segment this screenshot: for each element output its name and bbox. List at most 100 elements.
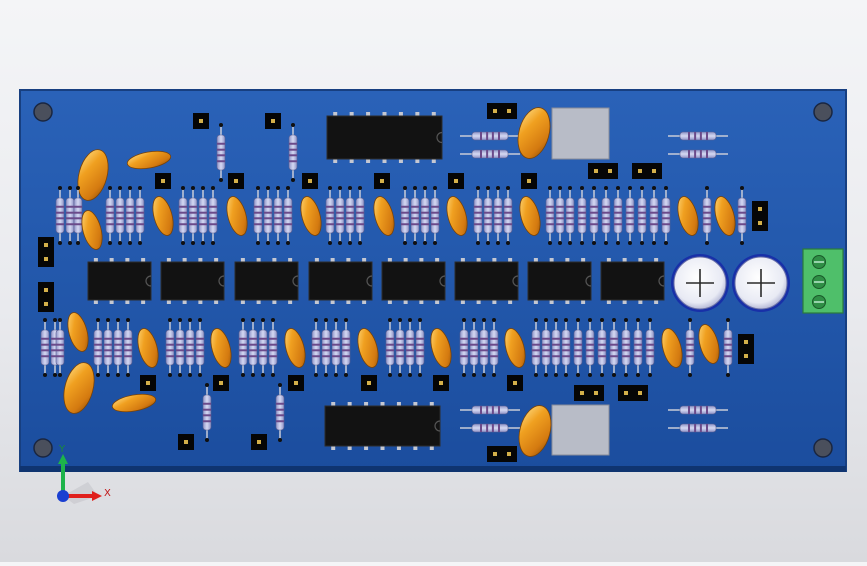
resistor-band — [396, 343, 404, 346]
pin-header — [487, 103, 517, 119]
resistor-band — [486, 150, 489, 158]
ic-pin — [581, 258, 586, 263]
pin-header — [487, 446, 517, 462]
pin-header-pin — [744, 354, 748, 358]
resistor-body — [321, 329, 331, 366]
resistor-body — [503, 197, 513, 234]
resistor-band — [41, 349, 49, 352]
resistor-pad — [648, 373, 652, 377]
resistor-band — [176, 349, 184, 352]
test-point — [507, 375, 523, 391]
resistor-pad — [256, 186, 260, 190]
resistor-horizontal — [668, 149, 728, 159]
resistor-band — [396, 355, 404, 358]
resistor-band — [274, 217, 282, 220]
ic-pin — [346, 258, 351, 263]
pin-header — [752, 201, 768, 231]
resistor-pad — [358, 186, 362, 190]
test-point-pin — [294, 381, 298, 385]
resistor-pad — [271, 373, 275, 377]
dip-ic — [454, 258, 519, 304]
resistor-vertical — [283, 186, 293, 245]
ic-body — [324, 405, 441, 447]
dip-ic — [600, 258, 665, 304]
resistor-band — [189, 223, 197, 226]
resistor-vertical — [385, 318, 395, 377]
resistor-band — [203, 408, 211, 411]
resistor-pad — [544, 373, 548, 377]
test-point-pin — [527, 179, 531, 183]
ceramic-capacitor — [126, 150, 172, 170]
resistor-band — [532, 337, 540, 340]
resistor-pad — [106, 318, 110, 322]
resistor-pad — [118, 241, 122, 245]
resistor-pad — [418, 373, 422, 377]
resistor-band — [421, 217, 429, 220]
resistor-body — [493, 197, 503, 234]
ic-pin — [272, 299, 277, 304]
x-axis-label: X — [104, 488, 111, 499]
ic-pin — [109, 299, 114, 304]
resistor-vertical — [125, 186, 135, 245]
test-point-pin — [199, 119, 203, 123]
resistor-pad — [558, 186, 562, 190]
resistor-pad — [492, 318, 496, 322]
resistor-body — [702, 197, 712, 234]
ic-pin — [141, 258, 146, 263]
resistor-band — [166, 349, 174, 352]
resistor-band — [650, 223, 658, 226]
ic-pin — [387, 299, 392, 304]
resistor-pad — [408, 373, 412, 377]
resistor-band — [470, 337, 478, 340]
resistor-band — [622, 343, 630, 346]
resistor-pad — [413, 241, 417, 245]
resistor-band — [274, 211, 282, 214]
resistor-band — [622, 349, 630, 352]
resistor-band — [276, 408, 284, 411]
resistor-body — [551, 329, 561, 366]
ic-pin — [331, 402, 336, 407]
resistor-band — [490, 337, 498, 340]
resistor-pad — [191, 241, 195, 245]
resistor-vertical — [601, 186, 611, 245]
resistor-band — [176, 355, 184, 358]
resistor-band — [622, 355, 630, 358]
pin-header-base — [632, 163, 662, 179]
resistor-pad — [291, 178, 295, 182]
resistor-vertical — [165, 318, 175, 377]
ic-notch — [292, 275, 299, 287]
ic-pin — [396, 402, 401, 407]
resistor-pad — [576, 318, 580, 322]
mounting-hole — [33, 438, 53, 458]
resistor-vertical — [40, 318, 50, 377]
resistor-vertical — [325, 186, 335, 245]
resistor-pad — [344, 318, 348, 322]
resistor-pad — [286, 241, 290, 245]
regulator-heatsink — [551, 107, 610, 160]
terminal-block[interactable] — [802, 248, 844, 314]
resistor-body — [621, 329, 631, 366]
resistor-band — [401, 211, 409, 214]
resistor-body — [195, 329, 205, 366]
resistor-band — [312, 349, 320, 352]
resistor-pad — [314, 373, 318, 377]
resistor-band — [431, 205, 439, 208]
resistor-pad — [271, 318, 275, 322]
resistor-band — [56, 343, 64, 346]
resistor-pad — [624, 318, 628, 322]
resistor-body — [253, 197, 263, 234]
resistor-band — [94, 355, 102, 358]
resistor-band — [166, 337, 174, 340]
resistor-body — [561, 329, 571, 366]
resistor-band — [650, 205, 658, 208]
ic-body — [326, 115, 443, 160]
resistor-pad — [278, 383, 282, 387]
ic-pin — [419, 258, 424, 263]
resistor-band — [646, 355, 654, 358]
ic-pin — [182, 258, 187, 263]
ic-pin — [413, 402, 418, 407]
resistor-band — [562, 343, 570, 346]
resistor-band — [51, 337, 59, 340]
